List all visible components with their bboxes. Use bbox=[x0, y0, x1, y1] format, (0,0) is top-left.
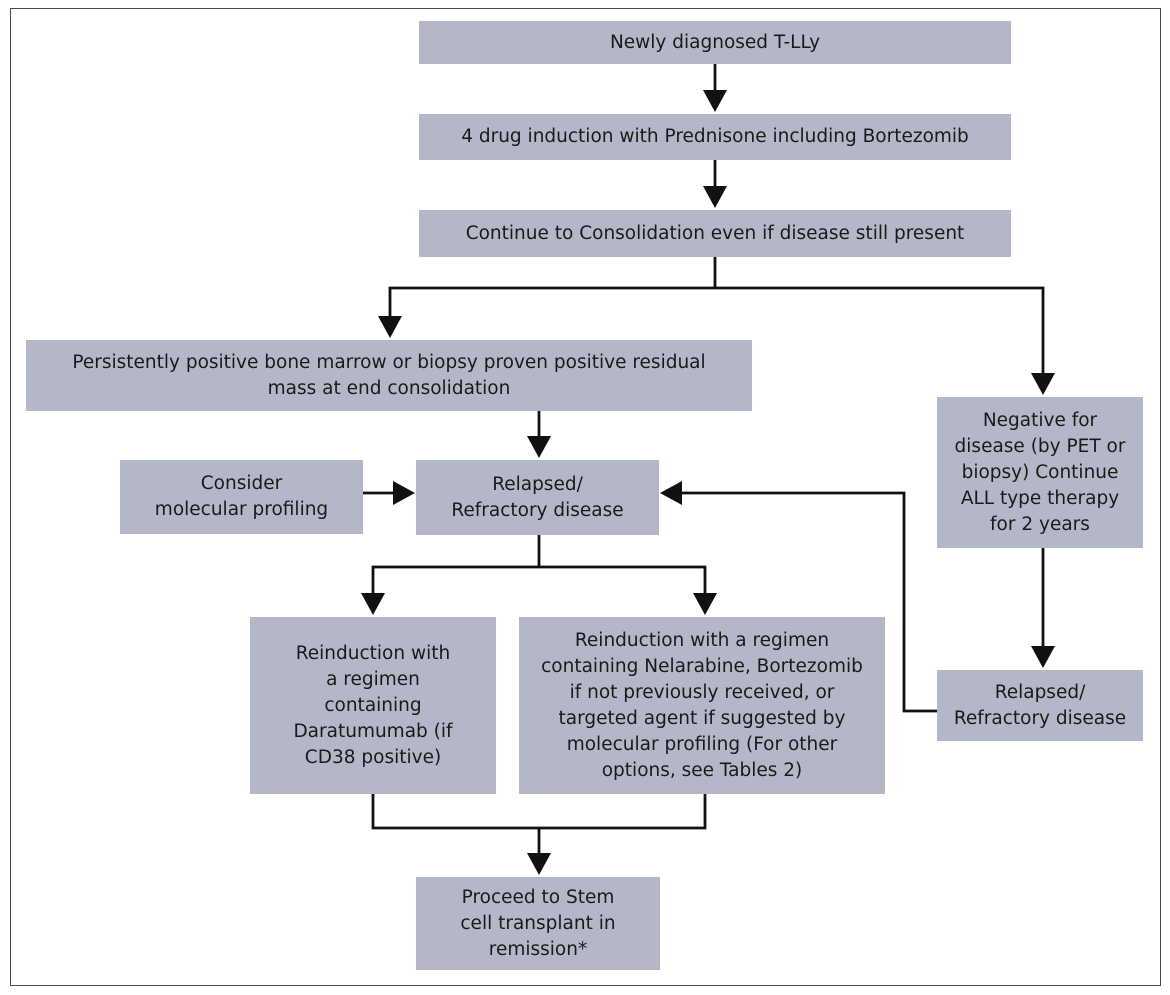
node-induction: 4 drug induction with Prednisone includi… bbox=[419, 114, 1011, 160]
node-persistent-positive: Persistently positive bone marrow or bio… bbox=[26, 340, 752, 411]
node-consolidation: Continue to Consolidation even if diseas… bbox=[419, 210, 1011, 257]
node-relapsed-refractory-right: Relapsed/ Refractory disease bbox=[937, 670, 1143, 741]
node-molecular-profiling: Consider molecular profiling bbox=[120, 460, 363, 534]
node-newly-diagnosed: Newly diagnosed T-LLy bbox=[419, 21, 1011, 64]
node-negative-disease: Negative for disease (by PET or biopsy) … bbox=[937, 397, 1143, 548]
node-reinduction-nelarabine: Reinduction with a regimen containing Ne… bbox=[519, 617, 885, 794]
node-stem-cell-transplant: Proceed to Stem cell transplant in remis… bbox=[416, 877, 660, 970]
node-relapsed-refractory-center: Relapsed/ Refractory disease bbox=[416, 460, 659, 535]
node-reinduction-daratumumab: Reinduction with a regimen containing Da… bbox=[250, 617, 496, 794]
